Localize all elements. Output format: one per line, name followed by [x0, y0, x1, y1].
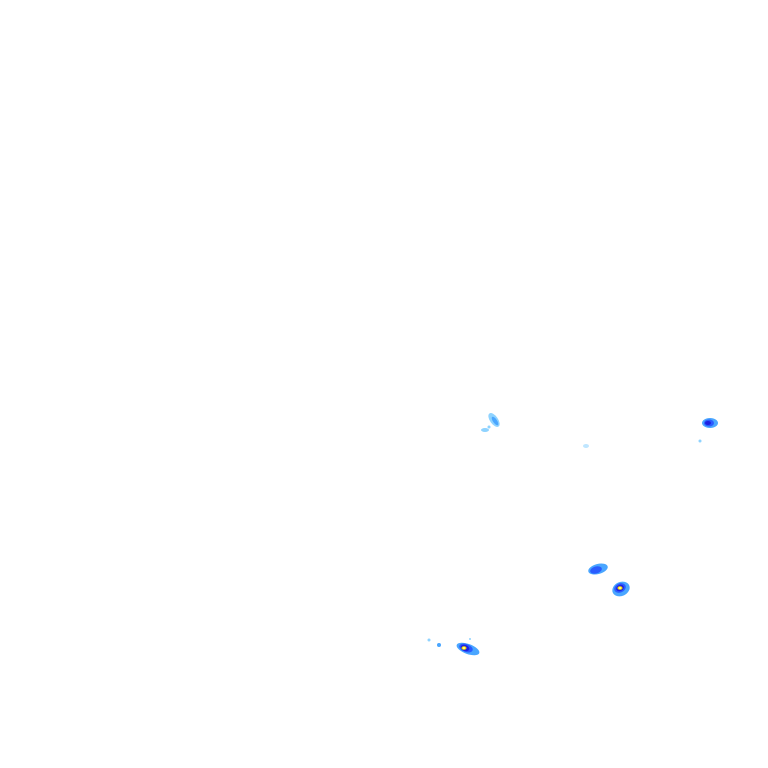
- echo-moderate-south: [588, 563, 608, 575]
- echo-moderate-east: [698, 418, 718, 443]
- echo-cell: [705, 421, 711, 425]
- echo-cell: [469, 638, 471, 640]
- echo-cell: [481, 428, 489, 432]
- echo-core-south: [612, 581, 630, 597]
- echo-cell: [491, 416, 499, 426]
- echo-core-southwest: [427, 638, 480, 656]
- echo-cell: [590, 566, 602, 574]
- echo-cell: [437, 643, 441, 647]
- echo-speck-center: [583, 444, 589, 448]
- echo-cell: [463, 647, 465, 649]
- echo-cell: [698, 439, 702, 443]
- echo-cell: [427, 638, 431, 642]
- echo-cell: [583, 444, 589, 448]
- echo-cell: [619, 587, 621, 589]
- echo-light-northwest: [481, 413, 500, 432]
- echo-cell: [487, 425, 491, 429]
